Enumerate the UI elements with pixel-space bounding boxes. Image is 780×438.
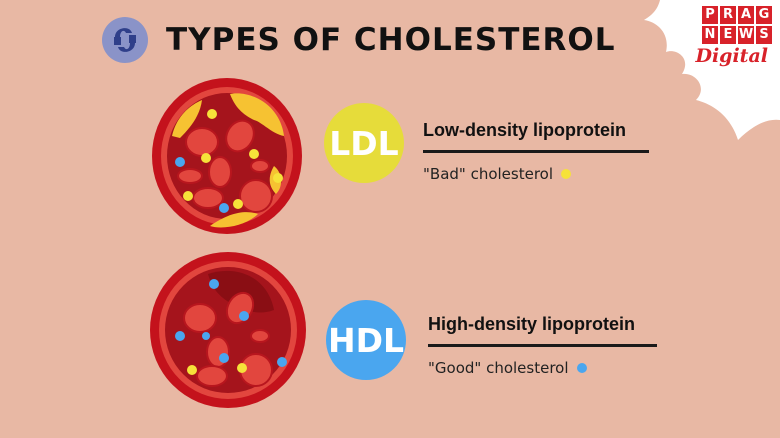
brand-letter: S bbox=[756, 26, 772, 44]
hdl-badge: HDL bbox=[326, 300, 406, 380]
brand-letter: R bbox=[720, 6, 736, 24]
brand-letter: P bbox=[702, 6, 718, 24]
hdl-divider bbox=[428, 344, 657, 347]
ldl-description-row: "Bad" cholesterol bbox=[423, 165, 649, 183]
brand-letter: N bbox=[702, 26, 718, 44]
ldl-divider bbox=[423, 150, 649, 153]
hdl-vessel-illustration bbox=[150, 252, 306, 408]
brand-digital: Digital bbox=[695, 45, 768, 67]
header: TYPES OF CHOLESTEROL bbox=[100, 14, 616, 66]
brand-letter: E bbox=[720, 26, 736, 44]
ldl-badge: LDL bbox=[324, 103, 404, 183]
hdl-description-row: "Good" cholesterol bbox=[428, 359, 657, 377]
logo-icon bbox=[102, 17, 148, 63]
hdl-info: High-density lipoprotein "Good" choleste… bbox=[428, 314, 657, 377]
brand-letter: A bbox=[738, 6, 754, 24]
brand-letter: W bbox=[738, 26, 754, 44]
brand-letter: G bbox=[756, 6, 772, 24]
ldl-name: Low-density lipoprotein bbox=[423, 120, 626, 140]
hdl-description: "Good" cholesterol bbox=[428, 359, 569, 377]
blue-dot-icon bbox=[576, 363, 587, 373]
hdl-name: High-density lipoprotein bbox=[428, 314, 635, 334]
ldl-description: "Bad" cholesterol bbox=[423, 165, 554, 183]
yellow-dot-icon bbox=[561, 169, 572, 179]
ldl-info: Low-density lipoprotein "Bad" cholestero… bbox=[423, 120, 649, 183]
page-title: TYPES OF CHOLESTEROL bbox=[166, 22, 616, 58]
ldl-vessel-illustration bbox=[152, 78, 302, 234]
